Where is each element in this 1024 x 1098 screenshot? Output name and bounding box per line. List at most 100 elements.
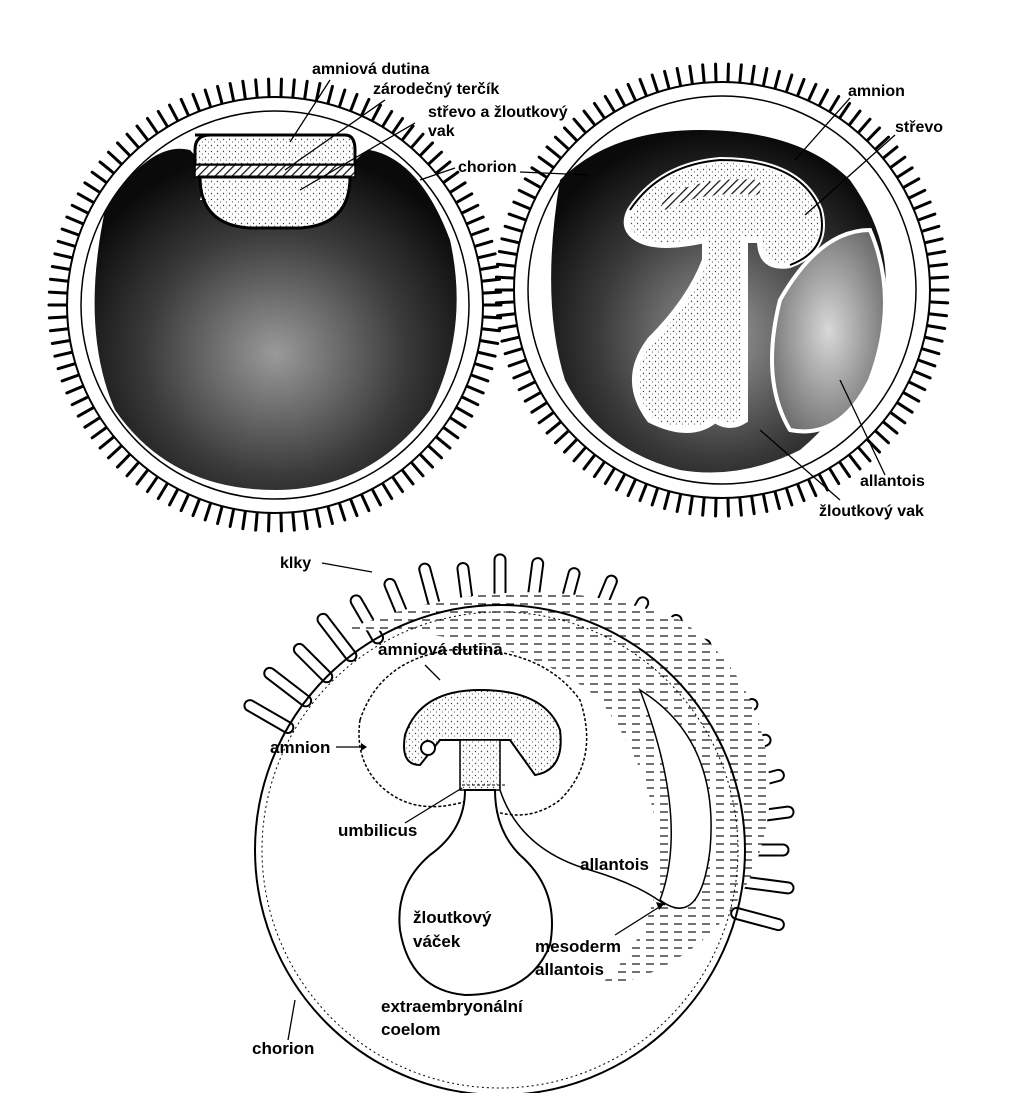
villus	[582, 109, 597, 127]
villus	[400, 468, 415, 486]
villus	[626, 477, 638, 498]
villus	[494, 275, 516, 280]
villus	[523, 177, 543, 190]
allantois-duct	[499, 789, 666, 906]
villus	[517, 188, 537, 200]
villus	[90, 425, 109, 440]
yolk-sac-mass	[94, 148, 457, 490]
villus	[901, 390, 921, 403]
villus	[494, 300, 516, 305]
villus	[738, 495, 743, 517]
villus	[135, 468, 150, 486]
villus	[370, 487, 382, 507]
villus	[603, 466, 617, 486]
panel-top-right: amnion střevo allantois žloutkový vak	[494, 62, 950, 520]
villus	[750, 494, 756, 516]
villus	[441, 425, 460, 440]
villus	[418, 452, 435, 469]
villus	[895, 400, 914, 414]
embryo-head-bottom	[420, 740, 436, 756]
villus	[60, 373, 81, 383]
villus	[460, 203, 480, 215]
villus	[418, 141, 435, 158]
villus	[512, 200, 532, 211]
villus	[254, 78, 259, 100]
villus	[806, 477, 818, 498]
villus	[888, 155, 907, 170]
villus	[481, 315, 503, 320]
villus	[48, 277, 70, 283]
villus	[512, 369, 532, 380]
villus	[562, 126, 579, 143]
villus	[65, 384, 85, 395]
villus	[592, 101, 607, 120]
villus	[400, 124, 415, 142]
villus	[784, 486, 794, 507]
villus	[847, 453, 862, 471]
villus	[865, 126, 882, 143]
label-zloutkovy-vak-right: žloutkový vak	[819, 503, 924, 520]
villus	[912, 369, 932, 380]
villus	[145, 475, 160, 494]
villus	[881, 420, 899, 435]
villus	[650, 486, 660, 507]
villus	[168, 487, 180, 507]
villus	[50, 338, 72, 346]
label-zloutkovy: žloutkový	[413, 908, 492, 927]
chorion-villi-ring-right	[494, 62, 950, 518]
villus-bottom-inner	[732, 908, 783, 930]
villus	[216, 84, 224, 106]
villus	[348, 497, 359, 518]
villus	[203, 88, 213, 109]
villus	[497, 323, 519, 331]
villus	[90, 170, 109, 185]
villus	[726, 496, 730, 518]
villus	[817, 88, 829, 108]
villus	[83, 181, 102, 195]
villus	[500, 237, 521, 245]
villus	[927, 312, 949, 318]
villus	[216, 504, 224, 526]
villus	[98, 435, 116, 450]
villus	[795, 482, 806, 503]
label-klky: klky	[280, 555, 311, 572]
villus	[856, 117, 872, 135]
villus	[473, 362, 494, 371]
label-allantois-bottom: allantois	[580, 855, 649, 874]
label-zarodecny-tercik: zárodečný terčík	[373, 81, 499, 98]
villus	[927, 262, 949, 268]
villus-bottom-inner	[265, 668, 311, 706]
label-amniova-dutina: amniová dutina	[312, 61, 429, 78]
villus	[873, 429, 891, 445]
amnion-arrowhead	[361, 743, 367, 751]
villus	[856, 445, 872, 463]
villus	[675, 67, 683, 88]
embryo-body-bottom	[403, 688, 562, 777]
villus	[434, 435, 452, 450]
villus	[303, 509, 309, 531]
villus	[545, 420, 563, 435]
villus	[168, 103, 180, 123]
villus	[390, 116, 405, 135]
villus	[714, 496, 718, 518]
allantois-crescent	[638, 688, 712, 909]
villus	[480, 327, 502, 333]
villus-bottom-inner	[318, 614, 356, 661]
amniotic-cavity	[193, 133, 357, 167]
villus	[228, 82, 236, 103]
villus-bottom-inner	[351, 596, 382, 643]
leaders-top-right	[519, 97, 896, 501]
villus	[156, 481, 170, 501]
villus	[888, 410, 907, 425]
villus	[454, 405, 474, 418]
villus	[48, 327, 70, 333]
villus-bottom-inner	[245, 701, 293, 732]
chorion-dotted-bottom	[261, 611, 739, 1089]
villus	[650, 73, 660, 94]
villus	[337, 88, 347, 109]
villus	[115, 141, 132, 158]
villus	[115, 452, 132, 469]
villus	[47, 315, 69, 320]
villus	[409, 132, 425, 150]
